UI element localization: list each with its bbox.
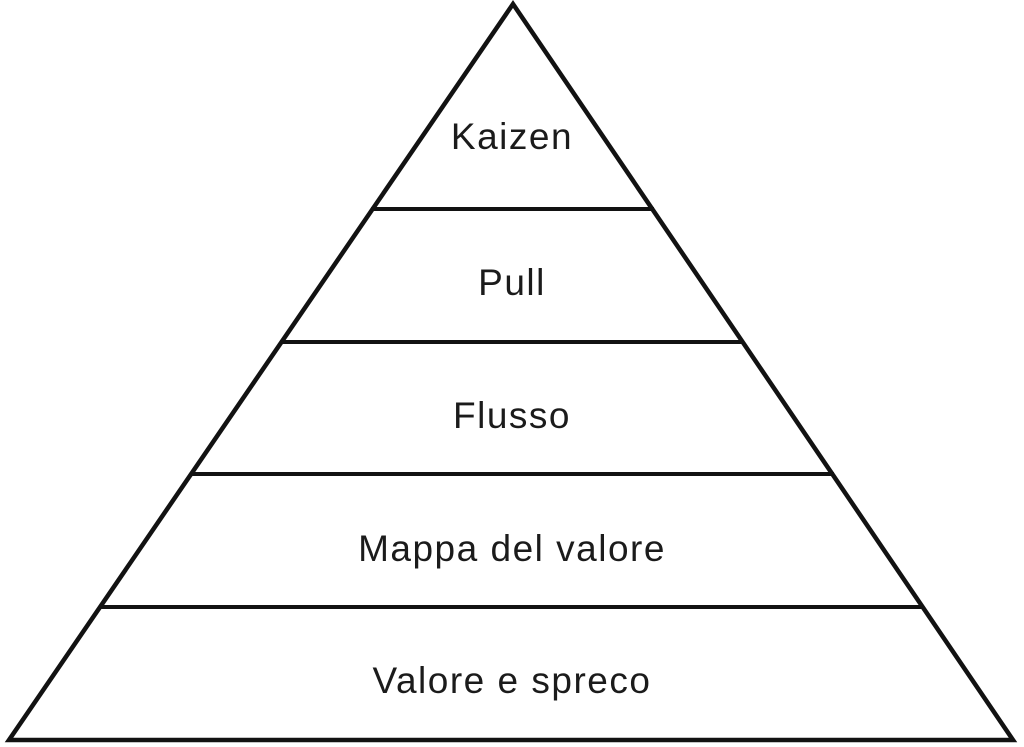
level-label-valore-e-spreco: Valore e spreco bbox=[373, 660, 652, 701]
level-label-kaizen: Kaizen bbox=[451, 116, 573, 157]
level-label-pull: Pull bbox=[478, 262, 546, 303]
level-label-flusso: Flusso bbox=[453, 395, 571, 436]
pyramid-outline bbox=[4, 0, 1018, 743]
level-label-mappa-del-valore: Mappa del valore bbox=[358, 528, 666, 569]
